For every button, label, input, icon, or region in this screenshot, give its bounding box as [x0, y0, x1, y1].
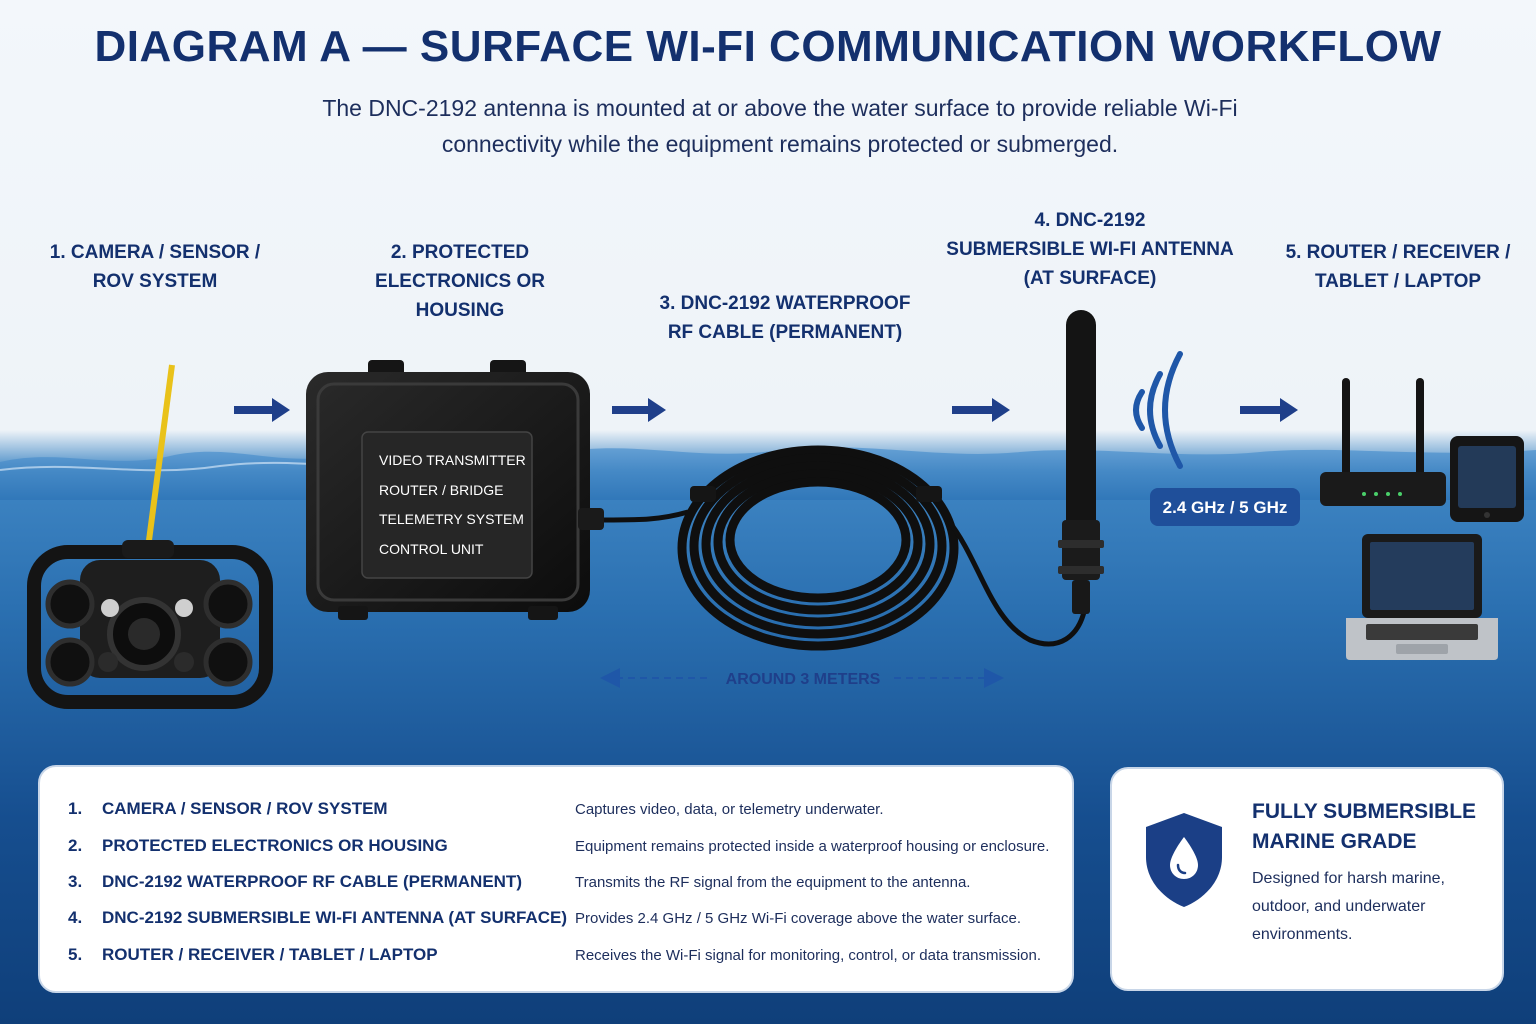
feature-title: FULLY SUBMERSIBLE MARINE GRADE — [1252, 800, 1477, 853]
legend-row: 5. ROUTER / RECEIVER / TABLET / LAPTOP R… — [68, 945, 1042, 964]
surface-antenna — [1058, 310, 1104, 614]
rf-cable-coil — [603, 445, 1087, 651]
housing-line-1: VIDEO TRANSMITTER — [379, 452, 526, 468]
flow-arrow-icon — [234, 398, 1298, 422]
wifi-waves-icon — [1133, 351, 1183, 469]
laptop-icon — [1346, 534, 1498, 660]
frequency-badge: 2.4 GHz / 5 GHz — [1150, 488, 1300, 526]
step-label-2: 2. PROTECTED ELECTRONICS OR HOUSING — [375, 242, 545, 321]
subtitle-line-1: The DNC-2192 antenna is mounted at or ab… — [322, 95, 1238, 121]
marine-grade-card: FULLY SUBMERSIBLE MARINE GRADE Designed … — [1110, 767, 1504, 991]
legend-row: 4. DNC-2192 SUBMERSIBLE WI-FI ANTENNA (A… — [68, 908, 1022, 927]
svg-text:2.4 GHz / 5 GHz: 2.4 GHz / 5 GHz — [1163, 498, 1288, 517]
subtitle-line-2: connectivity while the equipment remains… — [441, 131, 1119, 157]
page-title: DIAGRAM A — SURFACE WI-FI COMMUNICATION … — [94, 22, 1442, 71]
waterproof-housing: VIDEO TRANSMITTER ROUTER / BRIDGE TELEME… — [306, 360, 604, 620]
step-label-1: 1. CAMERA / SENSOR / ROV SYSTEM — [49, 242, 261, 292]
housing-line-3: TELEMETRY SYSTEM — [379, 511, 524, 527]
step-label-4: 4. DNC-2192 SUBMERSIBLE WI-FI ANTENNA (A… — [946, 210, 1234, 289]
legend-panel: 1. CAMERA / SENSOR / ROV SYSTEM Captures… — [38, 765, 1074, 993]
feature-text: Designed for harsh marine, outdoor, and … — [1252, 870, 1445, 943]
step-label-5: 5. ROUTER / RECEIVER / TABLET / LAPTOP — [1285, 242, 1511, 292]
router-icon — [1320, 378, 1446, 506]
rov-camera-icon — [27, 364, 273, 709]
tablet-icon — [1450, 436, 1524, 522]
housing-line-4: CONTROL UNIT — [379, 541, 484, 557]
distance-label: AROUND 3 METERS — [726, 671, 881, 688]
distance-indicator: AROUND 3 METERS — [600, 668, 1004, 688]
page-subtitle: The DNC-2192 antenna is mounted at or ab… — [280, 90, 1280, 162]
legend-row: 3. DNC-2192 WATERPROOF RF CABLE (PERMANE… — [68, 872, 971, 891]
housing-line-2: ROUTER / BRIDGE — [379, 482, 503, 498]
legend-row: 2. PROTECTED ELECTRONICS OR HOUSING Equi… — [68, 836, 1050, 855]
shield-water-drop-icon — [1146, 813, 1222, 907]
legend-row: 1. CAMERA / SENSOR / ROV SYSTEM Captures… — [68, 799, 884, 818]
step-label-3: 3. DNC-2192 WATERPROOF RF CABLE (PERMANE… — [659, 293, 911, 343]
